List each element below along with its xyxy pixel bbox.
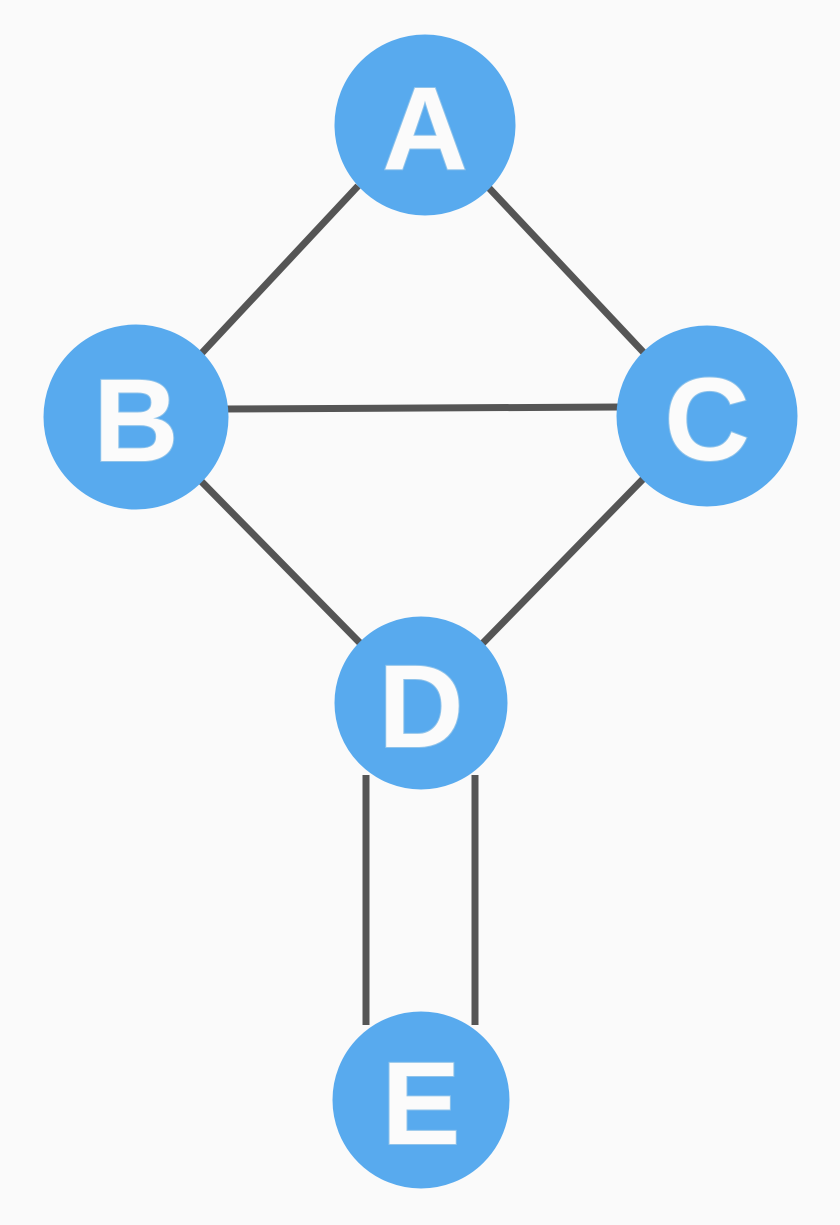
edge-b-d	[194, 474, 365, 648]
node-c[interactable]: C	[616, 325, 798, 507]
node-b[interactable]: B	[43, 324, 229, 510]
node-label-e: E	[382, 1038, 461, 1170]
nodes-layer: A B C D E	[43, 34, 798, 1189]
edges-layer	[194, 183, 650, 1025]
node-label-c: C	[664, 354, 749, 486]
node-label-b: B	[93, 355, 178, 487]
node-a[interactable]: A	[334, 34, 516, 216]
node-circle-b[interactable]	[43, 324, 229, 510]
node-circle-c[interactable]	[616, 325, 798, 507]
edge-c-d	[478, 472, 650, 648]
node-circle-e[interactable]	[332, 1011, 510, 1189]
node-circle-d[interactable]	[334, 616, 508, 790]
node-d[interactable]: D	[334, 616, 508, 790]
node-circle-a[interactable]	[334, 34, 516, 216]
edge-a-b	[197, 183, 361, 358]
node-e[interactable]: E	[332, 1011, 510, 1189]
node-label-a: A	[382, 63, 467, 195]
node-label-d: D	[378, 641, 463, 773]
edge-b-c	[221, 403, 621, 413]
edge-a-c	[486, 185, 649, 358]
